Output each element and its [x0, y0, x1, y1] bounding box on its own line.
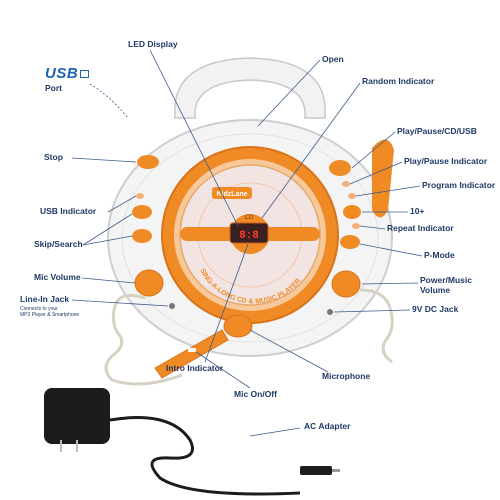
leader-repeat: [359, 225, 386, 230]
mic-volume-knob[interactable]: [134, 269, 164, 297]
label-random-indicator: Random Indicator: [362, 76, 435, 86]
usb-port-label: Port: [45, 83, 62, 93]
label-open: Open: [322, 54, 344, 64]
leader-play-pause-ind: [349, 161, 403, 185]
led-display: [229, 222, 269, 244]
usb-connector-icon: [80, 70, 90, 79]
leader-power-volume: [361, 282, 419, 285]
label-ac-adapter: AC Adapter: [304, 421, 351, 431]
skip-forward-button[interactable]: [132, 205, 152, 219]
dc-jack-port[interactable]: [327, 309, 333, 315]
usb-logo-text: USB: [45, 65, 79, 82]
leader-skip-search-2: [82, 235, 133, 246]
adapter-plug: [300, 466, 332, 475]
label-ten-plus: 10+: [410, 206, 425, 216]
label-microphone: Microphone: [322, 371, 371, 381]
carry-handle: [174, 57, 326, 119]
label-p-mode: P-Mode: [424, 250, 455, 260]
leader-microphone: [249, 329, 329, 373]
leader-intro: [204, 243, 249, 363]
label-repeat-indicator: Repeat Indicator: [387, 223, 454, 233]
leader-mic-volume: [81, 277, 136, 284]
cd-player: SING-A-LONG CD & MUSIC PLAYER KidzLane 8…: [107, 57, 394, 357]
right-button-column: [327, 160, 361, 315]
leader-lines: [71, 49, 423, 437]
leader-usb-port: [89, 83, 129, 119]
side-strap: [372, 139, 394, 218]
brand-name: KidzLane: [216, 191, 247, 198]
label-usb-indicator: USB Indicator: [40, 206, 97, 216]
line-in-note-1: Connects to your: [20, 306, 58, 312]
adapter-body: [44, 388, 110, 444]
p-mode-button[interactable]: [340, 235, 360, 249]
leader-play-pause-cd: [351, 131, 396, 169]
power-volume-knob[interactable]: [331, 270, 361, 298]
leader-dc-jack: [333, 309, 411, 313]
label-program-indicator: Program Indicator: [422, 180, 496, 190]
led-cd-tag: CD: [245, 215, 254, 221]
leader-mic-on-off: [195, 351, 251, 389]
label-stop: Stop: [44, 152, 63, 162]
line-in-note-2: MP3 Player & Smartphone: [20, 312, 80, 318]
leader-stop: [71, 157, 137, 163]
usb-logo: USB: [45, 65, 90, 82]
microphone[interactable]: [154, 314, 253, 379]
skip-back-button[interactable]: [132, 229, 152, 243]
label-line-in-jack: Line-In Jack: [20, 294, 70, 304]
label-led-display: LED Display: [128, 39, 178, 49]
stop-button[interactable]: [137, 155, 159, 169]
label-skip-search: Skip/Search: [34, 239, 83, 249]
leader-open: [257, 59, 321, 127]
coiled-cords: [104, 288, 394, 386]
play-pause-indicator: [342, 181, 350, 187]
leader-program-ind: [355, 185, 421, 197]
usb-indicator-light: [136, 193, 144, 199]
label-play-pause-cd-usb: Play/Pause/CD/USB: [397, 126, 477, 136]
brand-badge: [212, 187, 252, 199]
label-play-pause-indicator: Play/Pause Indicator: [404, 156, 488, 166]
adapter-cable: [109, 416, 301, 496]
mic-switch[interactable]: [188, 348, 196, 352]
label-mic-on-off: Mic On/Off: [234, 389, 277, 399]
label-power-music: Power/Music: [420, 275, 472, 285]
leader-p-mode: [359, 243, 423, 257]
leader-line-in: [71, 299, 169, 307]
led-readout: 8:8: [239, 230, 259, 242]
leader-led-display: [149, 49, 239, 227]
label-intro-indicator: Intro Indicator: [166, 363, 224, 373]
label-volume: Volume: [420, 285, 451, 295]
label-mic-volume: Mic Volume: [34, 272, 81, 282]
right-coil-cord: [359, 288, 394, 364]
play-pause-button[interactable]: [329, 160, 351, 176]
line-in-jack[interactable]: [169, 303, 175, 309]
leader-usb-indicator: [107, 195, 137, 213]
left-button-column: [132, 155, 175, 309]
plus-ten-button[interactable]: [343, 205, 361, 219]
ac-adapter: [44, 388, 340, 496]
repeat-indicator: [352, 223, 360, 229]
leader-skip-search: [82, 213, 133, 246]
left-coil-cord: [104, 293, 183, 386]
leader-random: [261, 82, 361, 219]
leader-ac-adapter: [249, 427, 301, 437]
program-indicator: [348, 193, 356, 199]
label-dc-jack: 9V DC Jack: [412, 304, 459, 314]
